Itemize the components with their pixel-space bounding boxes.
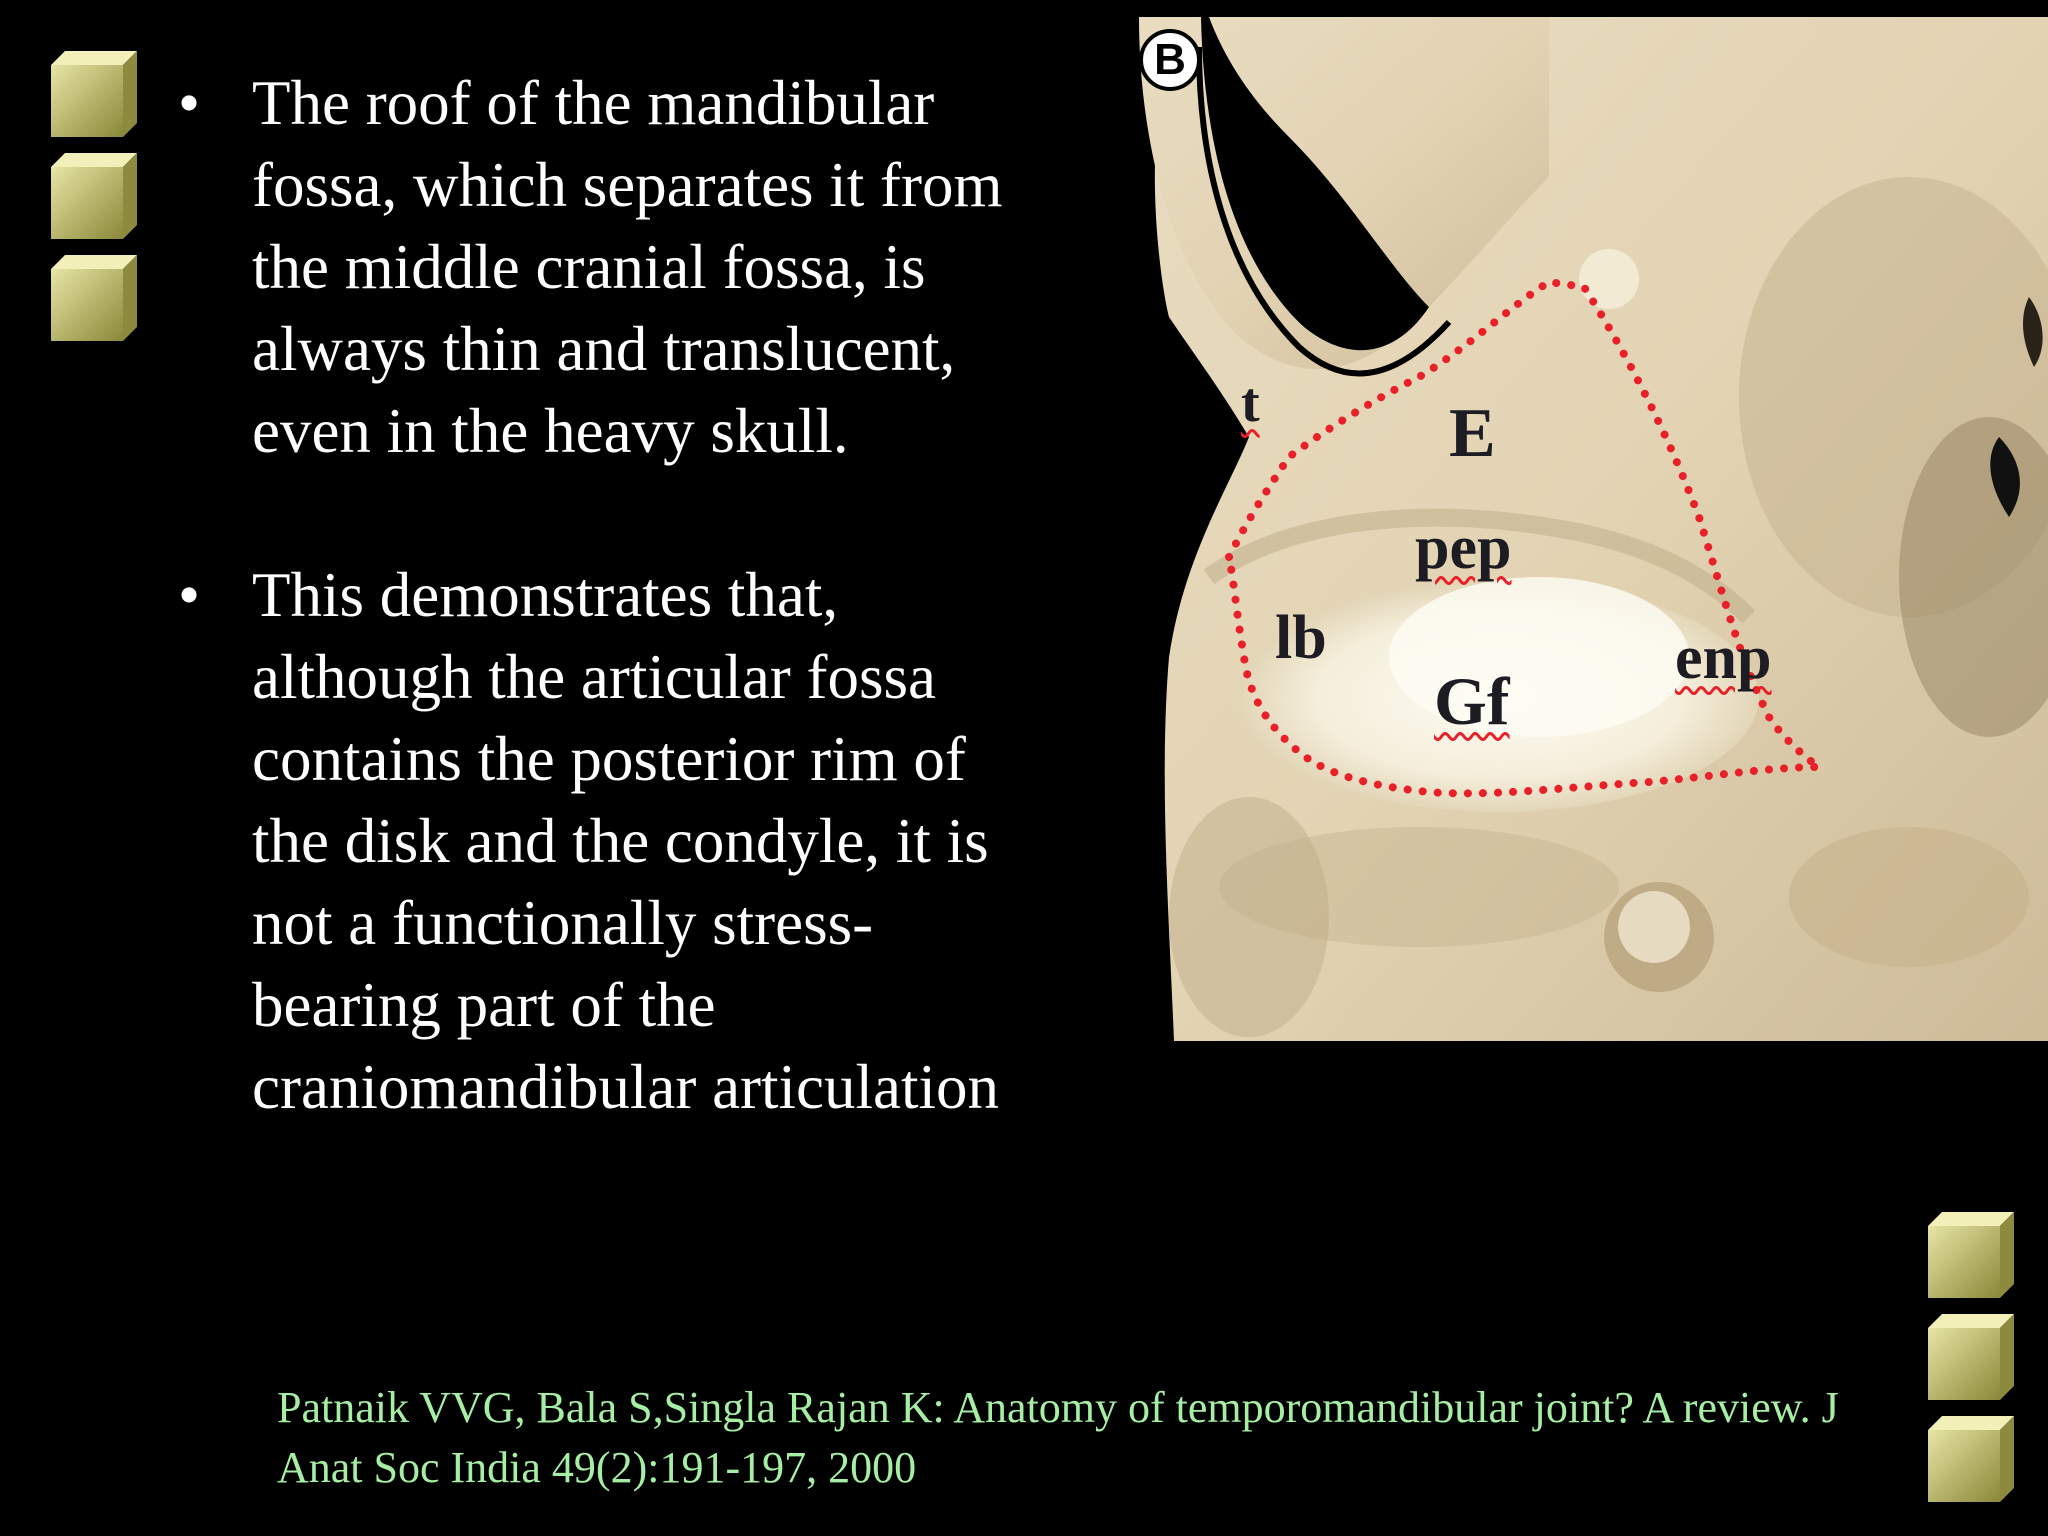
- cube-icon: [1928, 1416, 2014, 1502]
- cube-icon: [1928, 1314, 2014, 1400]
- skull-photo-figure: B t E pep lb Gf enp: [1129, 17, 2048, 1041]
- bullet-item: • This demonstrates that, although the a…: [170, 554, 1050, 1128]
- label-enp: enp: [1675, 624, 1772, 692]
- label-pep: pep: [1415, 514, 1512, 582]
- cube-icon: [51, 51, 137, 137]
- panel-label-badge: B: [1139, 29, 1201, 91]
- citation-text: Patnaik VVG, Bala S,Singla Rajan K: Anat…: [277, 1383, 1839, 1492]
- cube-icon: [1928, 1212, 2014, 1298]
- bullet-text: The roof of the mandibular fossa, which …: [252, 68, 1003, 466]
- cube-icon: [51, 153, 137, 239]
- bullet-item: • The roof of the mandibular fossa, whic…: [170, 62, 1050, 472]
- bullet-marker: •: [178, 560, 201, 630]
- label-lb: lb: [1275, 604, 1327, 672]
- label-t: t: [1241, 372, 1260, 434]
- bullet-list: • The roof of the mandibular fossa, whic…: [170, 62, 1050, 1128]
- label-Gf: Gf: [1434, 663, 1510, 739]
- bullet-marker: •: [178, 68, 201, 138]
- label-E: E: [1449, 395, 1496, 472]
- bullet-text: This demonstrates that, although the art…: [252, 560, 999, 1122]
- skull-illustration: [1129, 17, 2048, 1041]
- cube-icon: [51, 255, 137, 341]
